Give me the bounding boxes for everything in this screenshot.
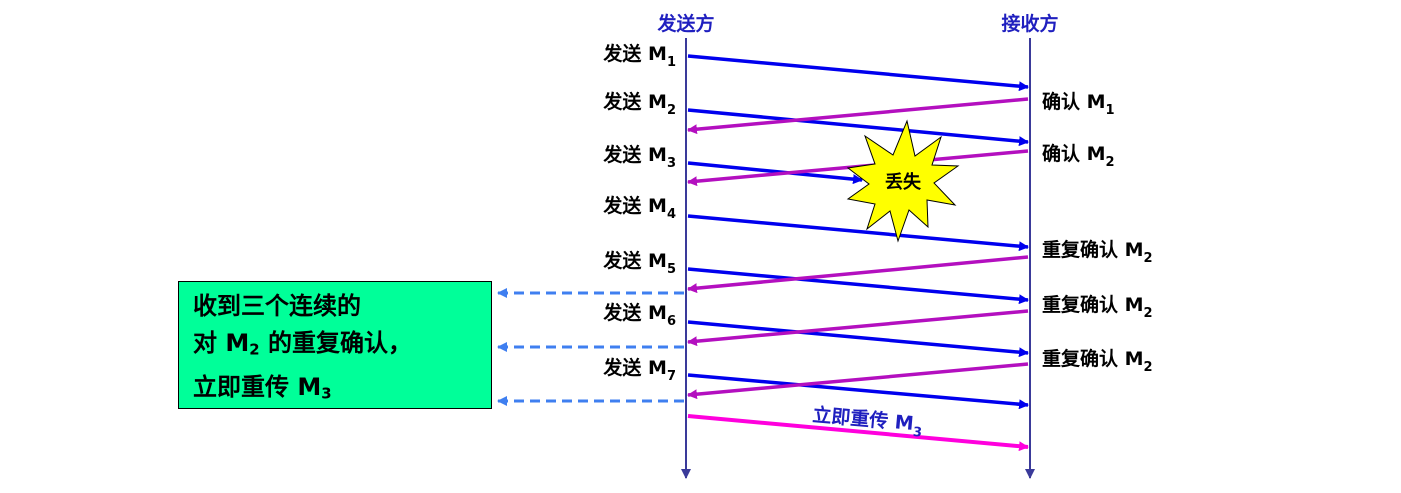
send-label-m3: 发送 M3 [602, 143, 676, 171]
send-arrow-m6 [687, 320, 1029, 358]
send-label-m2: 发送 M2 [602, 90, 676, 118]
ack-label-1: 确认 M1 [1042, 90, 1115, 118]
send-arrow-m3-lost [687, 161, 863, 185]
ack-label-4: 重复确认 M2 [1042, 293, 1153, 321]
note-line-3: 立即重传 M3 [193, 372, 332, 403]
send-label-m7: 发送 M7 [602, 356, 676, 384]
ack-arrow-5 [687, 362, 1029, 400]
sender-header: 发送方 [656, 12, 714, 35]
resend-arrow [687, 414, 1029, 452]
ack-arrow-4 [687, 309, 1029, 347]
ack-arrow-1 [687, 97, 1029, 135]
note-line-2: 对 M2 的重复确认， [193, 329, 412, 359]
send-arrow-m7 [687, 373, 1029, 410]
send-label-m5: 发送 M5 [602, 249, 676, 277]
send-arrow-m4 [687, 214, 1029, 252]
ack-arrow-3 [687, 255, 1029, 294]
ack-label-5: 重复确认 M2 [1042, 347, 1153, 375]
send-arrow-m2 [687, 108, 1029, 147]
fast-retransmit-note: 收到三个连续的 对 M2 的重复确认， 立即重传 M3 [178, 281, 492, 409]
send-label-m1: 发送 M1 [602, 42, 676, 70]
send-label-m4: 发送 M4 [602, 194, 676, 222]
ack-label-2: 确认 M2 [1042, 142, 1115, 170]
loss-label: 丢失 [885, 171, 922, 193]
receiver-header: 接收方 [1001, 12, 1058, 35]
send-arrow-m1 [687, 54, 1029, 92]
note-line-1: 收到三个连续的 [193, 292, 361, 320]
ack-label-3: 重复确认 M2 [1042, 238, 1153, 266]
send-arrow-m5 [687, 267, 1029, 305]
send-label-m6: 发送 M6 [602, 301, 676, 329]
loss-burst-icon [846, 119, 960, 243]
